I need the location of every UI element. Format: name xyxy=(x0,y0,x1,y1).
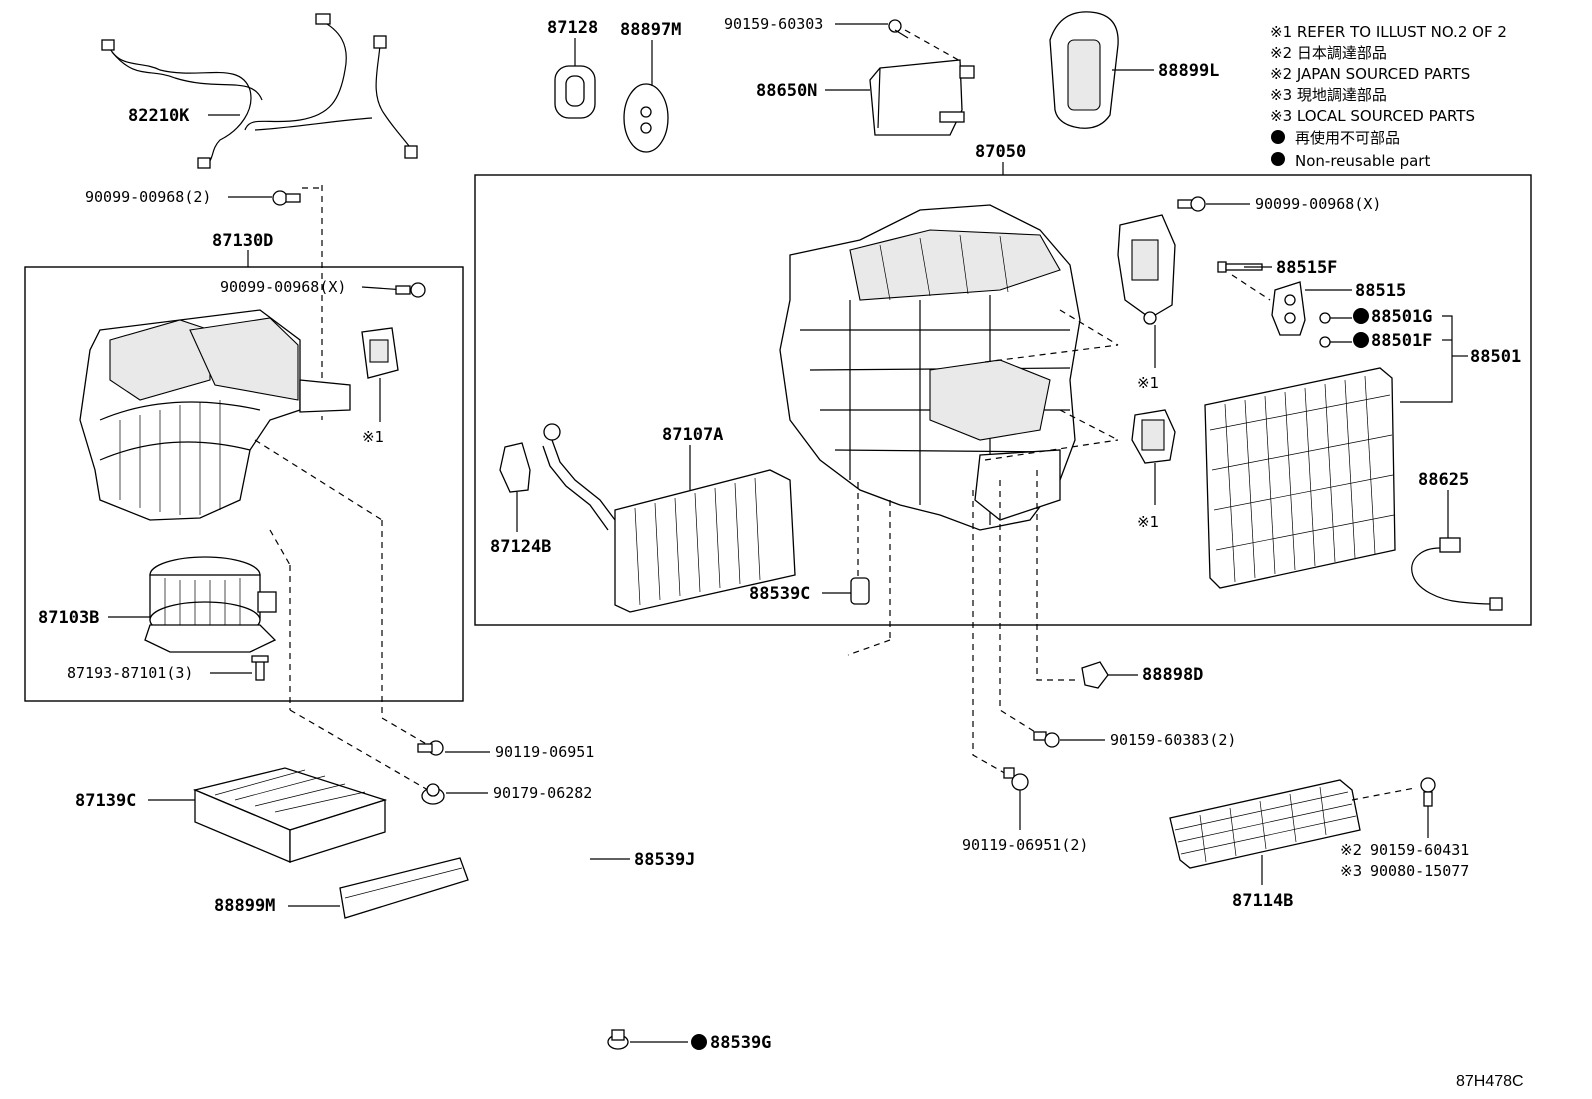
part-label-87124B[interactable]: 87124B xyxy=(490,537,551,557)
ref-mark-3: ※3 xyxy=(1340,862,1362,880)
screw-90159-60303-icon xyxy=(888,19,909,39)
screw-90099-00968-x-right-icon xyxy=(1177,196,1206,212)
screw-90159-60431-icon xyxy=(1420,777,1436,807)
part-label-88501F[interactable]: 88501F xyxy=(1371,331,1432,351)
air-conditioning-unit-body xyxy=(779,204,1081,531)
screw-90119-06951-2-icon xyxy=(1003,767,1029,791)
cover-88899M xyxy=(339,857,469,919)
part-label-88515F[interactable]: 88515F xyxy=(1276,258,1337,278)
figure-code: 87H478C xyxy=(1456,1073,1524,1090)
drain-hose-88539J xyxy=(578,650,849,1036)
non-reusable-dot-icon xyxy=(1271,130,1285,144)
nut-90179-06282-icon xyxy=(421,783,445,805)
blower-case xyxy=(79,309,351,521)
blower-assembly-frame xyxy=(24,266,464,702)
servo-motor-upper xyxy=(1117,214,1176,325)
part-label-88898D[interactable]: 88898D xyxy=(1142,665,1203,685)
part-label-88515[interactable]: 88515 xyxy=(1355,281,1406,301)
thermistor-88625 xyxy=(1411,537,1503,611)
bracket-88501-leader xyxy=(1400,315,1453,403)
part-label-90159-60431[interactable]: 90159-60431 xyxy=(1370,841,1469,859)
part-label-90119-06951[interactable]: 90119-06951 xyxy=(495,743,594,761)
part-label-90179-06282[interactable]: 90179-06282 xyxy=(493,784,592,802)
servo-motor-lower xyxy=(1131,409,1176,464)
part-label-87130D[interactable]: 87130D xyxy=(212,231,273,251)
ref-mark-1-lower: ※1 xyxy=(1137,513,1159,531)
air-conditioner-amplifier-88650N xyxy=(869,59,975,136)
part-label-88899L[interactable]: 88899L xyxy=(1158,61,1219,81)
screw-90099-00968-icon xyxy=(272,190,301,206)
part-label-88501G[interactable]: 88501G xyxy=(1371,307,1432,327)
part-label-90159-60383-2[interactable]: 90159-60383(2) xyxy=(1110,731,1236,749)
part-label-90099-00968-x-left[interactable]: 90099-00968(X) xyxy=(220,278,346,296)
note-3: ※2 JAPAN SOURCED PARTS xyxy=(1270,65,1470,83)
part-label-87139C[interactable]: 87139C xyxy=(75,791,136,811)
non-reusable-dot-icon xyxy=(691,1034,707,1050)
part-label-82210K[interactable]: 82210K xyxy=(128,106,190,126)
part-label-88539J[interactable]: 88539J xyxy=(634,850,695,870)
air-filter-87139C xyxy=(192,767,388,863)
evaporator-88501 xyxy=(1204,367,1396,589)
part-label-88539G[interactable]: 88539G xyxy=(710,1033,771,1053)
part-label-88897M[interactable]: 88897M xyxy=(620,20,681,40)
clamp-87124B xyxy=(499,442,531,493)
note-5: ※3 LOCAL SOURCED PARTS xyxy=(1270,107,1475,125)
part-label-87107A[interactable]: 87107A xyxy=(662,425,723,445)
sensor-cover-88899L xyxy=(1049,11,1119,129)
grommet-87128 xyxy=(554,65,596,119)
part-label-87103B[interactable]: 87103B xyxy=(38,608,99,628)
non-reusable-dot-icon xyxy=(1353,332,1369,348)
part-label-90099-00968-x-right[interactable]: 90099-00968(X) xyxy=(1255,195,1381,213)
ref-mark-1-upper: ※1 xyxy=(1137,374,1159,392)
part-label-88625[interactable]: 88625 xyxy=(1418,470,1469,490)
part-label-87050[interactable]: 87050 xyxy=(975,142,1026,162)
note-7: Non-reusable part xyxy=(1295,152,1430,170)
part-label-88650N[interactable]: 88650N xyxy=(756,81,817,101)
drain-seal-88539G xyxy=(607,1029,629,1050)
o-ring-88501G-icon xyxy=(1319,312,1331,324)
part-label-87114B[interactable]: 87114B xyxy=(1232,891,1293,911)
part-label-90159-60303[interactable]: 90159-60303 xyxy=(724,15,823,33)
grommet-88897M xyxy=(623,83,669,153)
non-reusable-dot-icon xyxy=(1271,152,1285,166)
part-label-87128[interactable]: 87128 xyxy=(547,18,598,38)
drain-fitting-88539C xyxy=(850,577,870,605)
note-2: ※2 日本調達部品 xyxy=(1270,44,1387,62)
part-label-88899M[interactable]: 88899M xyxy=(214,896,275,916)
part-label-88539C[interactable]: 88539C xyxy=(749,584,810,604)
register-87114B xyxy=(1169,779,1361,869)
legend-notes: ※1 REFER TO ILLUST NO.2 OF 2 ※2 日本調達部品 ※… xyxy=(1270,23,1507,170)
part-label-87193-87101-3[interactable]: 87193-87101(3) xyxy=(67,664,193,682)
note-6: 再使用不可部品 xyxy=(1295,129,1400,147)
blower-motor-87103B xyxy=(144,556,277,653)
screw-90119-06951-icon xyxy=(417,740,444,756)
blower-switch-component xyxy=(361,327,399,379)
ref-mark-2: ※2 xyxy=(1340,841,1362,859)
screw-90099-00968-x-icon xyxy=(395,282,426,298)
note-1: ※1 REFER TO ILLUST NO.2 OF 2 xyxy=(1270,23,1507,41)
expansion-valve-88515 xyxy=(1271,281,1306,336)
screw-87193-87101-icon xyxy=(251,655,269,681)
screw-90159-60383-icon xyxy=(1033,731,1060,748)
part-label-90119-06951-2[interactable]: 90119-06951(2) xyxy=(962,836,1088,854)
non-reusable-dot-icon xyxy=(1353,308,1369,324)
note-4: ※3 現地調達部品 xyxy=(1270,86,1387,104)
part-label-90099-00968-2[interactable]: 90099-00968(2) xyxy=(85,188,211,206)
o-ring-88501F-icon xyxy=(1319,336,1331,348)
wire-harness-82210K xyxy=(101,13,418,169)
part-label-90080-15077[interactable]: 90080-15077 xyxy=(1370,862,1469,880)
ref-mark-1-left: ※1 xyxy=(362,428,384,446)
heater-core-87107A xyxy=(542,423,796,613)
clip-88898D xyxy=(1081,661,1109,689)
part-label-88501[interactable]: 88501 xyxy=(1470,347,1521,367)
